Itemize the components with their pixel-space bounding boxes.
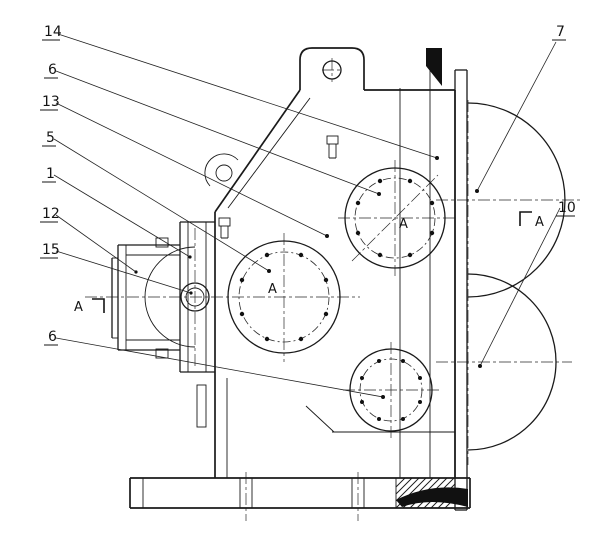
- callout-12: 12: [42, 206, 60, 222]
- callout-14: 14: [44, 24, 62, 40]
- lower-flange-opening: [349, 348, 433, 432]
- side-tab: [204, 153, 239, 187]
- section-cut-fill: [396, 487, 468, 507]
- callout-1: 1: [46, 166, 55, 182]
- callout-15: 15: [42, 242, 60, 258]
- view-label-upper: A: [399, 217, 408, 232]
- section-bracket-right: [519, 211, 532, 226]
- section-bracket-left: [92, 298, 105, 313]
- leader-lines: [53, 33, 561, 399]
- left-bracket: [111, 221, 215, 373]
- bolt-upper: [326, 135, 339, 145]
- section-markers: A A: [74, 211, 544, 315]
- hatch-section: [395, 477, 468, 509]
- callout-labels: 14 6 13 5 1 12 15 6 7 10: [40, 24, 576, 346]
- callout-6-upper: 6: [48, 62, 57, 78]
- rollers: [467, 102, 566, 451]
- section-marker-right: A: [535, 215, 544, 230]
- base: [129, 477, 471, 509]
- flange-bolt-bottom: [155, 348, 169, 359]
- right-plate: [399, 48, 468, 511]
- upper-roller: [467, 102, 566, 298]
- callout-6-lower: 6: [48, 329, 57, 345]
- flange-bolt-top: [155, 237, 169, 248]
- callout-5: 5: [46, 130, 55, 146]
- weld-flag: [426, 48, 442, 86]
- callout-10: 10: [558, 200, 576, 216]
- lifting-lug-hole: [322, 60, 342, 80]
- upper-flange-opening: A: [344, 167, 446, 269]
- view-label-middle: A: [268, 282, 277, 297]
- callout-13: 13: [42, 94, 60, 110]
- centerlines: [85, 58, 582, 521]
- lower-roller: [467, 273, 557, 451]
- bolt-middle: [218, 217, 231, 227]
- shaft-assembly: [144, 246, 210, 348]
- section-marker-left: A: [74, 300, 83, 315]
- side-tab-hole: [215, 164, 233, 182]
- middle-flange-opening: A: [227, 240, 341, 354]
- fasteners: [218, 135, 339, 239]
- callout-7: 7: [556, 24, 565, 40]
